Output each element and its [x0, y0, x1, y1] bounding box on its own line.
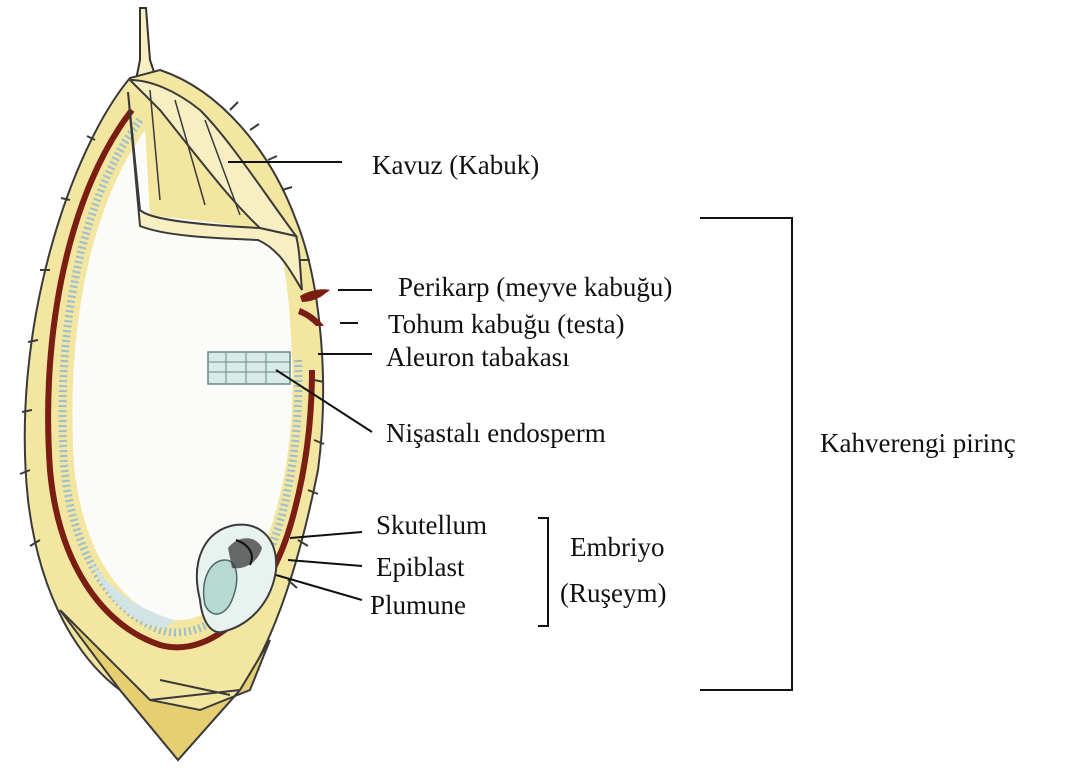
brown-rice-bracket: [700, 218, 792, 690]
label-tohum: Tohum kabuğu (testa): [388, 309, 625, 339]
label-embriyo: Embriyo: [570, 532, 665, 562]
label-plumune: Plumune: [370, 590, 466, 620]
rice-grain-illustration: [20, 8, 330, 760]
label-kavuz: Kavuz (Kabuk): [372, 150, 539, 180]
label-kahverengi: Kahverengi pirinç: [820, 428, 1016, 458]
label-skutellum: Skutellum: [376, 510, 487, 540]
label-rusesym: (Ruşeym): [560, 578, 666, 608]
label-perikarp: Perikarp (meyve kabuğu): [398, 272, 672, 302]
label-epiblast: Epiblast: [376, 552, 465, 582]
label-aleuron: Aleuron tabakası: [386, 342, 570, 372]
awn: [136, 8, 156, 80]
endosperm-cells: [208, 352, 290, 384]
leader-epiblast: [288, 560, 362, 566]
label-nisastali: Nişastalı endosperm: [386, 418, 606, 448]
embryo-bracket: [538, 518, 548, 626]
